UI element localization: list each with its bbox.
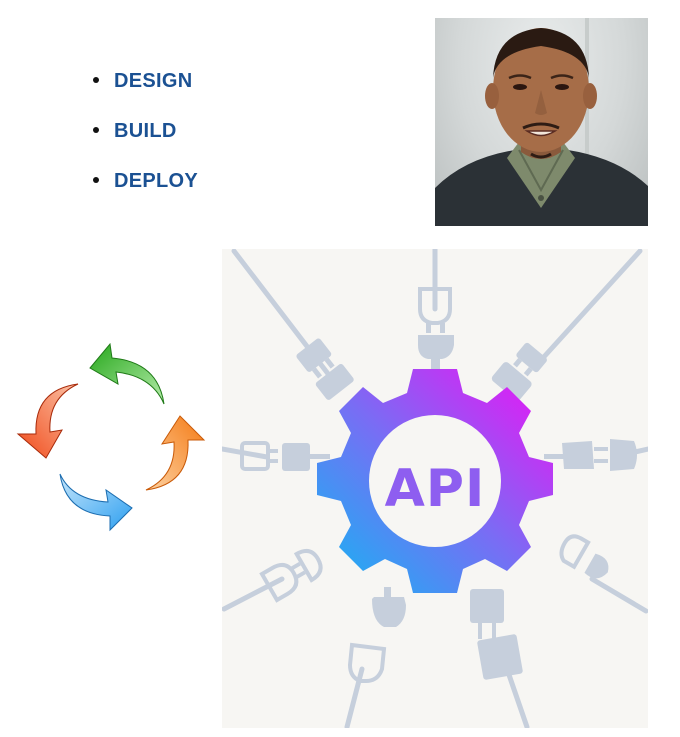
list-item-label: BUILD — [114, 119, 177, 142]
feature-list: DESIGN BUILD DEPLOY — [90, 56, 198, 206]
bullet-icon — [93, 77, 99, 83]
bullet-icon — [93, 127, 99, 133]
list-item: DESIGN — [90, 56, 198, 106]
list-item: BUILD — [90, 106, 198, 156]
api-label: API — [384, 459, 486, 519]
list-item: DEPLOY — [90, 156, 198, 206]
portrait-icon — [435, 18, 648, 226]
cycle-arrows-graphic — [12, 338, 212, 538]
profile-photo — [435, 18, 648, 226]
api-graphic: API — [222, 249, 648, 728]
bullet-icon — [93, 177, 99, 183]
api-gear-plugs-illustration — [222, 249, 648, 728]
refresh-cycle-icon — [16, 342, 206, 532]
list-item-label: DEPLOY — [114, 169, 199, 192]
list-item-label: DESIGN — [114, 69, 193, 92]
